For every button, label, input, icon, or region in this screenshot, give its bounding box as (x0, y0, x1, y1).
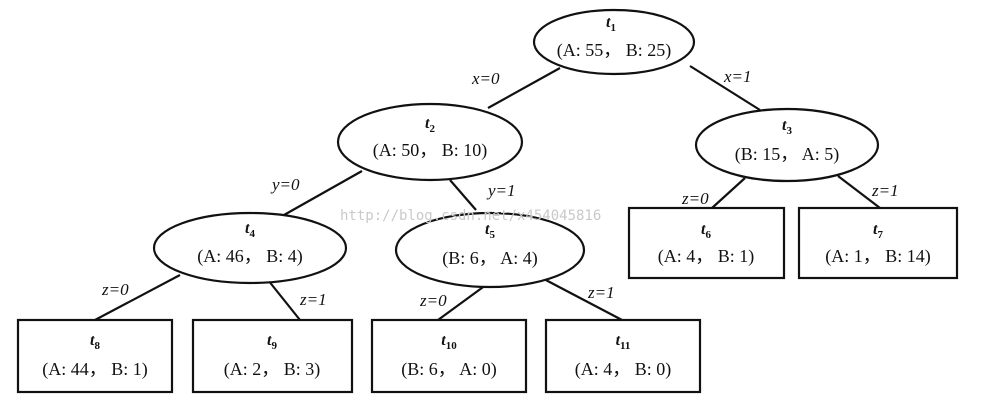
node-t10: t10 (B: 6， A: 0) (370, 318, 528, 394)
node-t7-shape (797, 206, 959, 280)
node-t3-shape (694, 107, 880, 183)
node-t10-shape (370, 318, 528, 394)
node-t2-shape (336, 102, 524, 182)
node-t1-counts: (A: 55， B: 25) (557, 40, 672, 61)
edge-t1-t3 (689, 65, 761, 111)
node-t11-counts: (A: 4， B: 0) (575, 359, 672, 380)
node-t3-counts: (B: 15， A: 5) (735, 144, 840, 165)
node-t4-counts: (A: 46， B: 4) (197, 246, 303, 267)
node-t7-counts: (A: 1， B: 14) (825, 246, 931, 267)
node-t6-shape (627, 206, 786, 280)
node-t11: t11 (A: 4， B: 0) (544, 318, 702, 394)
edge-label-t3-t6: z=0 (681, 189, 709, 208)
watermark-text: http://blog.csdn.net/x454045816 (340, 208, 601, 224)
edge-t2-t4 (283, 170, 363, 216)
edge-label-t3-t7: z=1 (871, 181, 899, 200)
node-t8-name: t8 (90, 332, 100, 352)
node-t1-shape (532, 8, 696, 76)
node-t5-name: t5 (485, 221, 495, 241)
edge-label-t4-t8: z=0 (101, 280, 129, 299)
node-t10-name: t10 (441, 332, 457, 352)
node-t6-name: t6 (701, 221, 711, 241)
node-t3-name: t3 (782, 117, 792, 137)
node-t8-shape (16, 318, 174, 394)
edge-label-t1-t2: x=0 (471, 69, 500, 88)
node-t10-counts: (B: 6， A: 0) (401, 359, 497, 380)
node-t6-counts: (A: 4， B: 1) (658, 246, 755, 267)
edge-label-t2-t4: y=0 (270, 175, 300, 194)
edge-labels: x=0 x=1 y=0 y=1 z=0 z=1 z=0 z=1 z=0 z=1 (101, 67, 899, 310)
edge-t5-t11 (541, 277, 623, 321)
node-t5-shape (394, 211, 586, 289)
edge-t2-t5 (449, 179, 477, 211)
node-t9-shape (191, 318, 354, 394)
node-t11-name: t11 (616, 332, 631, 352)
node-t5: t5 (B: 6， A: 4) (394, 211, 586, 289)
tree-edges (94, 65, 881, 321)
node-t9-name: t9 (267, 332, 277, 352)
node-t4-name: t4 (245, 220, 255, 240)
node-t2: t2 (A: 50， B: 10) (336, 102, 524, 182)
node-t7-name: t7 (873, 221, 883, 241)
edge-label-t4-t9: z=1 (299, 290, 327, 309)
edge-t1-t2 (487, 67, 561, 109)
node-t9: t9 (A: 2， B: 3) (191, 318, 354, 394)
edge-t3-t6 (711, 177, 746, 209)
node-t4-shape (152, 211, 348, 285)
node-t9-counts: (A: 2， B: 3) (224, 359, 321, 380)
node-t6: t6 (A: 4， B: 1) (627, 206, 786, 280)
edge-t3-t7 (837, 175, 881, 209)
edge-t5-t10 (437, 281, 491, 321)
node-t2-name: t2 (425, 115, 435, 135)
edge-t4-t8 (94, 274, 181, 321)
node-t3: t3 (B: 15， A: 5) (694, 107, 880, 183)
node-t11-shape (544, 318, 702, 394)
node-t1-name: t1 (606, 14, 616, 34)
edge-label-t5-t10: z=0 (419, 291, 447, 310)
node-t8: t8 (A: 44， B: 1) (16, 318, 174, 394)
node-t8-counts: (A: 44， B: 1) (42, 359, 148, 380)
node-t5-counts: (B: 6， A: 4) (442, 248, 538, 269)
node-t1: t1 (A: 55， B: 25) (532, 8, 696, 76)
edge-label-t5-t11: z=1 (587, 283, 615, 302)
node-t4: t4 (A: 46， B: 4) (152, 211, 348, 285)
edge-label-t2-t5: y=1 (486, 181, 516, 200)
node-t7: t7 (A: 1， B: 14) (797, 206, 959, 280)
node-t2-counts: (A: 50， B: 10) (373, 140, 488, 161)
edge-t4-t9 (267, 279, 301, 321)
edge-label-t1-t3: x=1 (723, 67, 752, 86)
